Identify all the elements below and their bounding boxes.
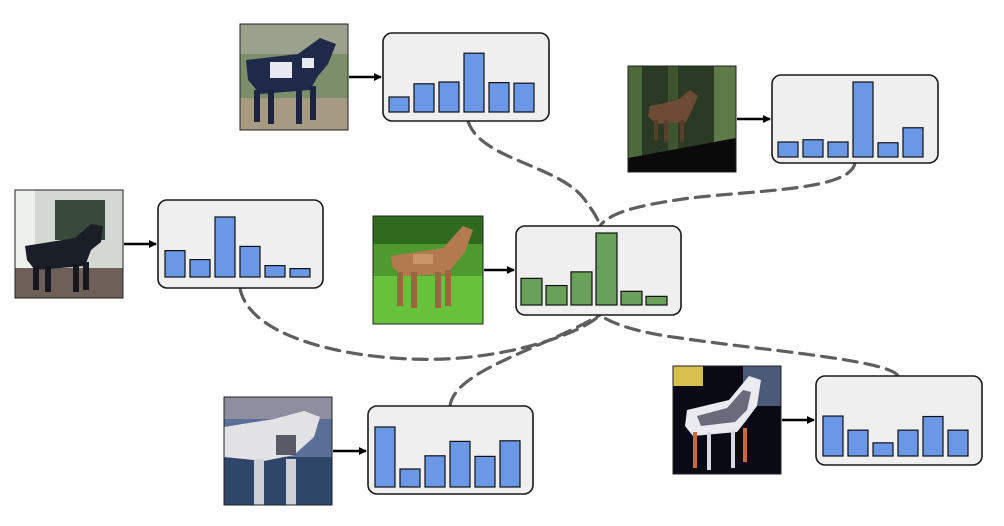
dark-horse-under-tree-thumbnail [14,189,124,299]
histogram-bar [474,455,496,488]
histogram-bar [499,440,521,488]
histogram-bar [902,127,924,158]
histogram-bar [164,250,186,278]
node-top-left [239,23,550,131]
nodes-layer [14,23,983,506]
histogram-bar [827,141,849,158]
histogram-bar [189,259,211,278]
horse-drawing-dark-thumbnail [672,365,782,475]
histogram-bar [947,429,969,457]
histogram-bar [777,141,799,158]
histogram-bar [645,295,668,306]
histogram-bar [399,468,421,488]
histogram-bar [877,142,899,158]
histogram-bar [520,277,543,306]
histogram-bar [872,442,894,457]
histogram-bar [847,429,869,457]
histogram-bar [374,426,396,488]
histogram-bar [438,81,460,113]
black-white-horse-thumbnail [239,23,349,131]
node-left [14,189,324,299]
histogram-bar [570,271,593,306]
connector-top-right-to-center [598,161,857,228]
node-center [372,215,682,325]
histogram-bar [513,82,535,113]
histogram-bar [897,429,919,457]
histogram-bar [424,455,446,488]
histogram-bar [463,52,485,113]
connector-left-to-center [238,286,602,361]
histogram-bar [214,216,236,278]
histogram-bar [922,415,944,457]
connector-top-left-to-center [466,119,602,228]
node-bottom-right [672,365,983,475]
white-horse-closeup-thumbnail [223,396,333,506]
histogram-bar [822,415,844,457]
histogram-bar [239,245,261,278]
histogram-bar [413,83,435,113]
histogram-bar [264,265,286,278]
horse-in-forest-thumbnail [627,65,737,173]
connector-bottom-right-to-center [598,313,900,378]
node-bottom [223,396,534,506]
histogram-bar [595,232,618,306]
histogram-bar [852,81,874,158]
histogram-bar [488,81,510,113]
histogram-bar [388,96,410,113]
connector-bottom-to-center [448,313,602,408]
histogram-bar [620,290,643,306]
edges-layer [238,119,900,408]
histogram-bar [802,139,824,158]
histogram-bar [545,284,568,306]
node-top-right [627,65,939,173]
histogram-bar [449,440,471,488]
brown-horse-on-grass-thumbnail [372,215,484,325]
histogram-bar [289,268,311,278]
